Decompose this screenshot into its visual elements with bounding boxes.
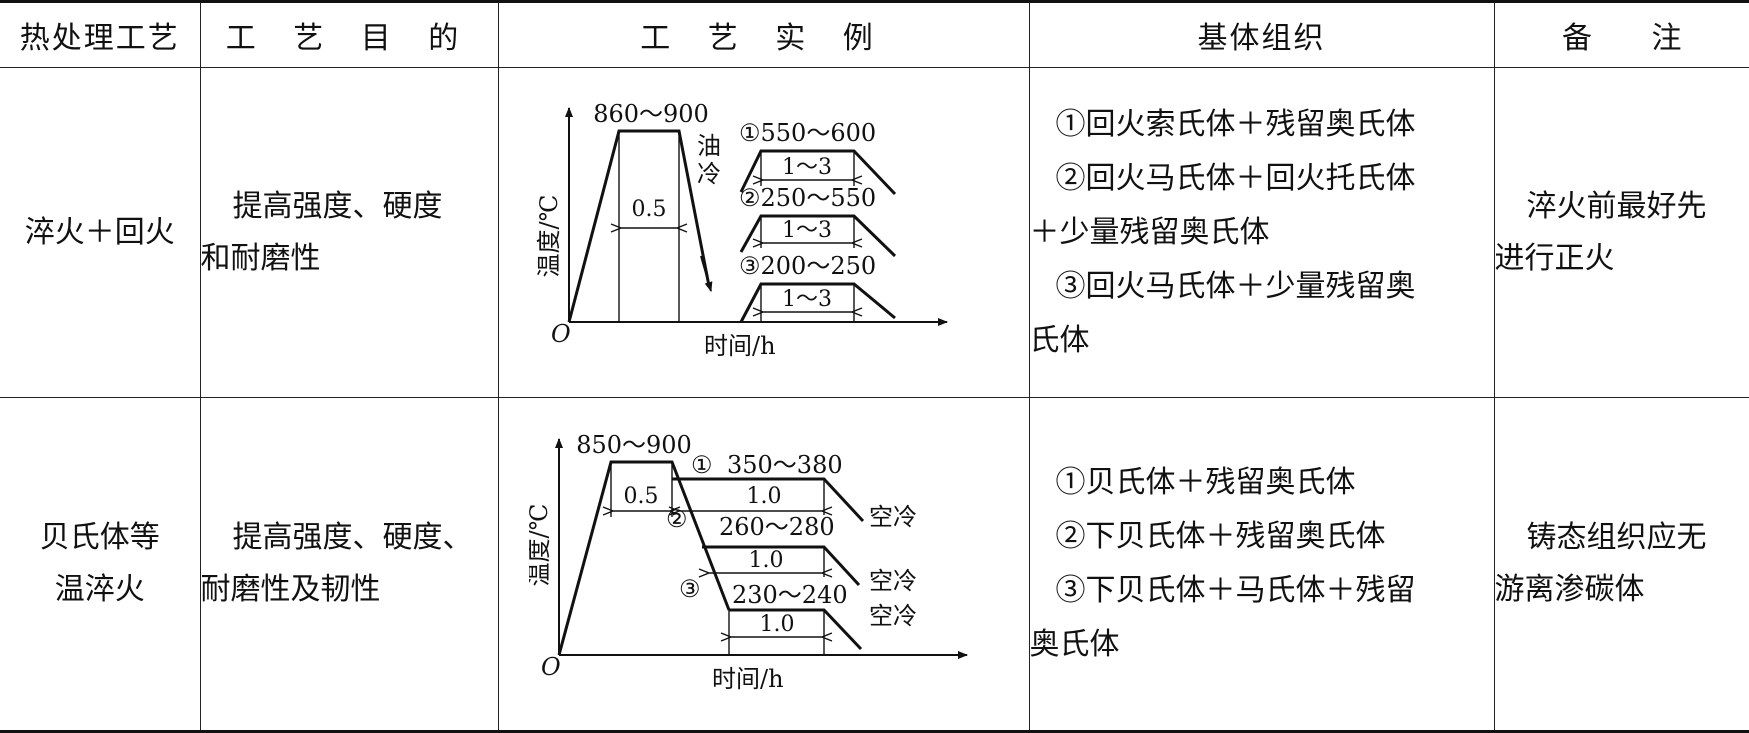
process-cell: 淬火＋回火 [0, 67, 201, 398]
temper-curve-3 [739, 282, 896, 323]
process-line: 温淬火 [54, 572, 145, 607]
austenitize-temp-label: 850～900 [576, 431, 692, 459]
quench-temp-label: 860～900 [593, 100, 709, 128]
temper-1-time: 1～3 [782, 155, 832, 180]
note-cell: 淬火前最好先 进行正火 [1493, 67, 1749, 398]
temper-2-time: 1～3 [782, 218, 832, 243]
hold-time-label: 0.5 [623, 484, 658, 509]
step-2-temp: 260～280 [719, 513, 835, 541]
temper-2-label: ②250～550 [739, 184, 876, 212]
table-row: 贝氏体等 温淬火 提高强度、硬度、 耐磨性及韧性 O 时间/h [0, 397, 1749, 733]
process-line: 贝氏体等 [39, 520, 160, 555]
cooling-label: 油冷 [697, 132, 721, 188]
purpose-cell: 提高强度、硬度 和耐磨性 [199, 67, 499, 398]
x-axis-label: 时间/h [712, 665, 784, 693]
matrix-line: ②回火马氏体＋回火托氏体 [1055, 160, 1416, 196]
header-note-text: 备 注 [1561, 21, 1682, 56]
header-purpose: 工 艺 目 的 [199, 0, 499, 68]
matrix-line: ③下贝氏体＋马氏体＋残留 [1055, 573, 1416, 608]
temper-3-label: ③200～250 [739, 252, 876, 280]
austenitize-curve [557, 460, 730, 656]
origin-label: O [551, 320, 571, 348]
quench-curve [567, 129, 710, 322]
purpose-line: 耐磨性及韧性 [200, 572, 381, 607]
step-2-marker: ② [666, 505, 688, 533]
matrix-line: 氏体 [1029, 322, 1090, 358]
step-1-marker: ① [691, 451, 713, 479]
purpose-line: 提高强度、硬度、 [232, 520, 473, 555]
note-line: 游离渗碳体 [1494, 572, 1645, 607]
step-1-temp: 350～380 [727, 451, 843, 479]
matrix-line: 奥氏体 [1029, 627, 1120, 662]
step-3-cooling: 空冷 [869, 602, 917, 630]
step-3-marker: ③ [679, 575, 701, 603]
purpose-line: 和耐磨性 [200, 240, 321, 276]
hold-time-label: 0.5 [631, 197, 666, 222]
matrix-line: ②下贝氏体＋残留奥氏体 [1055, 519, 1386, 554]
process-cell: 贝氏体等 温淬火 [0, 397, 201, 733]
step-2-cooling: 空冷 [869, 567, 917, 595]
y-axis-label: 温度/℃ [535, 194, 563, 277]
oil-cool-arrow [699, 255, 712, 292]
note-line: 铸态组织应无 [1526, 520, 1707, 555]
temper-1-label: ①550～600 [739, 119, 876, 147]
x-axis-label: 时间/h [704, 332, 776, 360]
step-3-temp: 230～240 [732, 581, 848, 609]
matrix-cell: ①回火索氏体＋残留奥氏体 ②回火马氏体＋回火托氏体 ＋少量残留奥氏体 ③回火马氏… [1028, 67, 1495, 398]
matrix-line: ③回火马氏体＋少量残留奥 [1055, 268, 1416, 304]
table-row: 淬火＋回火 提高强度、硬度 和耐磨性 O 时间/h 温 [0, 67, 1749, 398]
matrix-line: ①贝氏体＋残留奥氏体 [1055, 465, 1356, 500]
matrix-cell: ①贝氏体＋残留奥氏体 ②下贝氏体＋残留奥氏体 ③下贝氏体＋马氏体＋残留 奥氏体 [1028, 397, 1495, 733]
matrix-line: ＋少量残留奥氏体 [1029, 214, 1270, 250]
table-header-row: 热处理工艺 工 艺 目 的 工 艺 实 例 基体组织 备 注 [0, 0, 1749, 68]
example-cell: O 时间/h 温度/℃ 0.5 860～900 油冷 1～3 ①550～600 [497, 67, 1030, 398]
temper-curve-1 [739, 149, 896, 195]
header-matrix: 基体组织 [1028, 0, 1495, 68]
temper-3-time: 1～3 [782, 287, 832, 312]
step-curve-3 [728, 608, 862, 651]
step-3-time: 1.0 [759, 612, 794, 637]
step-1-time: 1.0 [746, 484, 781, 509]
y-axis-label: 温度/℃ [529, 504, 553, 587]
note-cell: 铸态组织应无 游离渗碳体 [1493, 397, 1749, 733]
cooling-char: 油 [697, 132, 721, 160]
header-note: 备 注 [1493, 0, 1749, 68]
temper-curve-2 [739, 214, 896, 257]
step-1-cooling: 空冷 [869, 503, 917, 531]
cooling-char: 冷 [697, 160, 721, 188]
matrix-line: ①回火索氏体＋残留奥氏体 [1055, 106, 1416, 142]
origin-label: O [541, 653, 561, 681]
quench-temper-diagram: O 时间/h 温度/℃ 0.5 860～900 油冷 1～3 ①550～600 [535, 100, 948, 360]
header-example: 工 艺 实 例 [497, 0, 1030, 68]
purpose-cell: 提高强度、硬度、 耐磨性及韧性 [199, 397, 499, 733]
austemper-diagram: O 时间/h 温度/℃ 0.5 850～900 1.0 ① 350～380 空冷 [525, 431, 968, 693]
example-cell: O 时间/h 温度/℃ 0.5 850～900 1.0 ① 350～380 空冷 [497, 397, 1030, 733]
note-line: 淬火前最好先 [1526, 188, 1707, 224]
purpose-line: 提高强度、硬度 [232, 188, 443, 224]
note-line: 进行正火 [1494, 240, 1615, 276]
step-2-time: 1.0 [748, 548, 783, 573]
header-process: 热处理工艺 [0, 0, 201, 68]
